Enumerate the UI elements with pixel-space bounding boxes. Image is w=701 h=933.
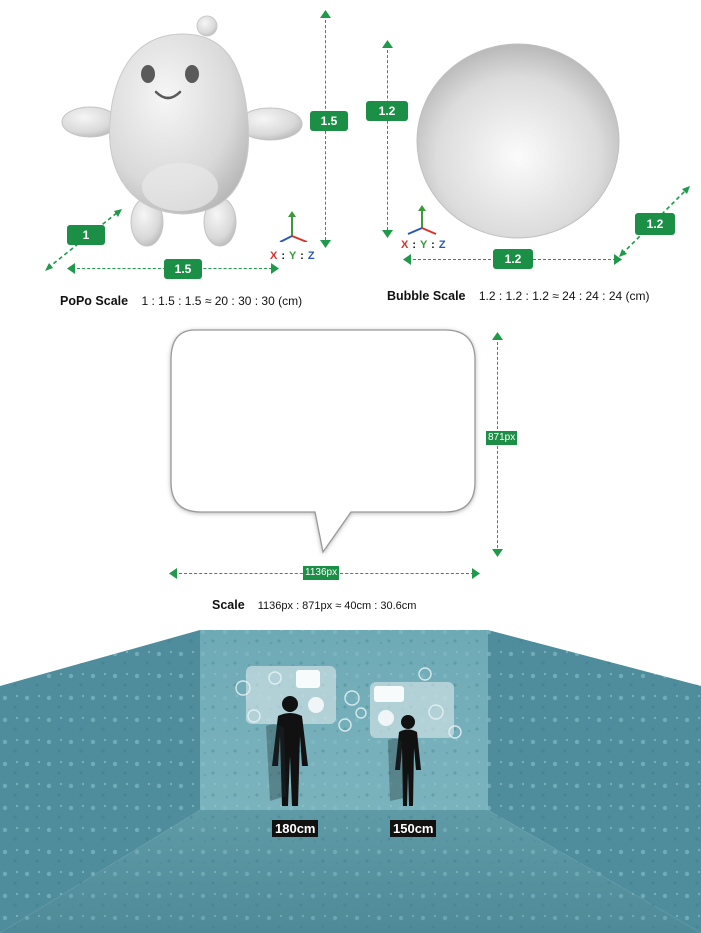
popo-scale-caption: PoPo Scale 1 : 1.5 : 1.5 ≈ 20 : 30 : 30 … xyxy=(60,294,302,308)
arrow-down-icon xyxy=(492,549,503,557)
arrow-left-icon xyxy=(403,254,411,265)
bubble-width-badge: 1.2 xyxy=(493,249,533,269)
speech-scale-title: Scale xyxy=(212,598,245,612)
bubble-axis-label: X : Y : Z xyxy=(401,239,447,251)
popo-depth-badge: 1 xyxy=(67,225,105,245)
arrow-right-icon xyxy=(271,263,279,274)
person-180-label: 180cm xyxy=(272,820,319,837)
speech-height-badge: 871px xyxy=(486,431,518,445)
arrow-up-icon xyxy=(492,332,503,340)
aquarium-room xyxy=(0,630,701,933)
speech-bubble-shape xyxy=(170,329,476,554)
bubble-height-dimension-line xyxy=(387,45,388,235)
bubble-scale-caption: Bubble Scale 1.2 : 1.2 : 1.2 ≈ 24 : 24 :… xyxy=(387,289,650,303)
arrow-right-icon xyxy=(614,254,622,265)
speech-scale-ratio: 1136px : 871px ≈ 40cm : 30.6cm xyxy=(257,600,417,612)
bubble-depth-badge: 1.2 xyxy=(635,213,675,235)
arrow-up-icon xyxy=(320,10,331,18)
arrow-down-icon xyxy=(382,230,393,238)
popo-character xyxy=(61,15,303,247)
speech-scale-caption: Scale 1136px : 871px ≈ 40cm : 30.6cm xyxy=(212,598,416,612)
arrow-left-icon xyxy=(169,568,177,579)
arrow-down-icon xyxy=(320,240,331,248)
popo-axis-label: X : Y : Z xyxy=(270,250,316,262)
bubble-height-badge: 1.2 xyxy=(366,101,408,121)
bubble-sphere xyxy=(416,43,620,239)
speech-height-dimension-line xyxy=(497,337,498,553)
axis-gizmo-icon xyxy=(407,205,437,235)
popo-height-badge: 1.5 xyxy=(310,111,348,131)
popo-scale-title: PoPo Scale xyxy=(60,294,129,308)
arrow-right-icon xyxy=(472,568,480,579)
person-150-label: 150cm xyxy=(390,820,437,837)
bubble-scale-ratio: 1.2 : 1.2 : 1.2 ≈ 24 : 24 : 24 (cm) xyxy=(478,289,650,303)
axis-gizmo-icon xyxy=(279,211,308,242)
arrow-up-icon xyxy=(382,40,393,48)
speech-width-badge: 1136px xyxy=(303,566,340,580)
popo-width-badge: 1.5 xyxy=(164,259,202,279)
bubble-scale-title: Bubble Scale xyxy=(387,289,466,303)
popo-scale-ratio: 1 : 1.5 : 1.5 ≈ 20 : 30 : 30 (cm) xyxy=(141,294,303,308)
arrow-left-icon xyxy=(67,263,75,274)
